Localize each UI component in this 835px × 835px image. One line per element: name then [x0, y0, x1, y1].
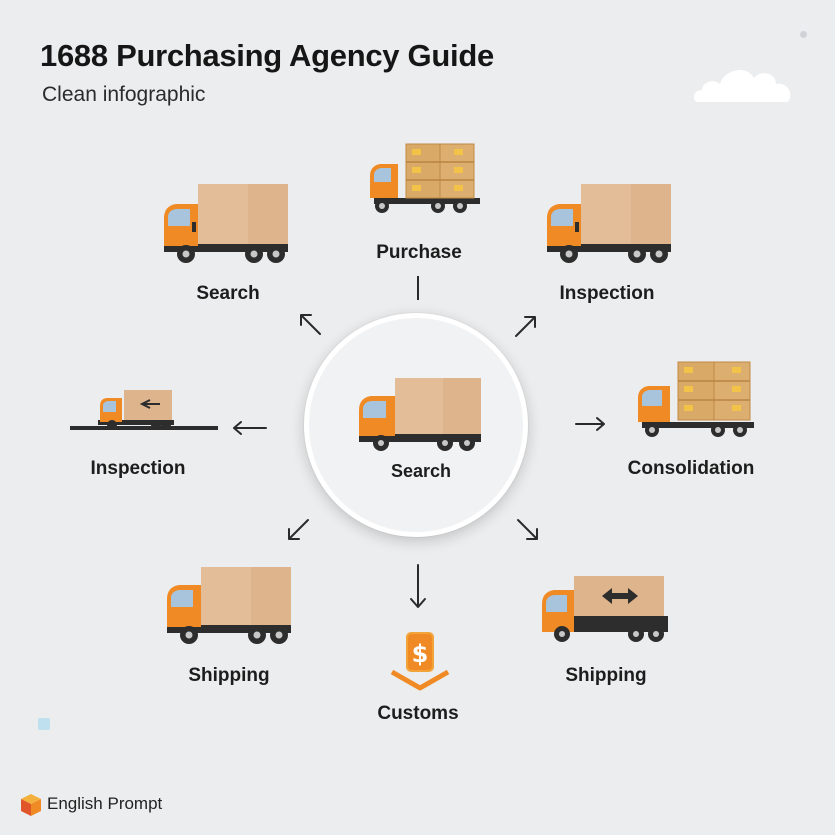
step-label-inspection-left: Inspection — [90, 458, 186, 479]
step-label-purchase: Purchase — [376, 242, 462, 263]
arrow-icon — [517, 519, 538, 540]
arrow-icon — [300, 314, 321, 335]
arrow-icon — [575, 417, 605, 431]
step-label-inspection-top: Inspection — [559, 283, 655, 304]
pallet-truck-icon — [638, 361, 754, 437]
arrow-icon — [410, 564, 426, 608]
flatbed-truck-icon — [542, 576, 668, 642]
decorative-square — [38, 718, 50, 730]
box-truck-icon — [164, 184, 288, 263]
flatbed-truck-icon — [70, 390, 218, 430]
box-truck-icon — [167, 567, 291, 644]
step-label-shipping-right: Shipping — [565, 665, 647, 686]
page-title: 1688 Purchasing Agency Guide — [40, 38, 494, 73]
box-truck-icon — [547, 184, 671, 263]
svg-text:$: $ — [412, 640, 429, 668]
step-label-consolidation: Consolidation — [627, 458, 755, 479]
cloud-icon — [693, 70, 791, 102]
arrow-icon — [233, 421, 267, 435]
arrow-icon — [515, 316, 536, 337]
pallet-truck-icon — [370, 143, 480, 213]
step-label-center: Search — [390, 461, 452, 481]
arrow-icon — [288, 519, 309, 540]
step-label-search-top: Search — [196, 283, 260, 304]
connector-line — [417, 276, 419, 300]
step-label-shipping-left: Shipping — [188, 665, 270, 686]
decorative-dot — [800, 31, 807, 38]
page-subtitle: Clean infographic — [42, 83, 206, 106]
customs-dollar-icon: $ — [390, 632, 450, 691]
cube-logo-icon — [21, 794, 41, 816]
footer-text: English Prompt — [47, 794, 163, 813]
step-label-customs: Customs — [377, 703, 459, 724]
box-truck-icon — [359, 378, 481, 451]
